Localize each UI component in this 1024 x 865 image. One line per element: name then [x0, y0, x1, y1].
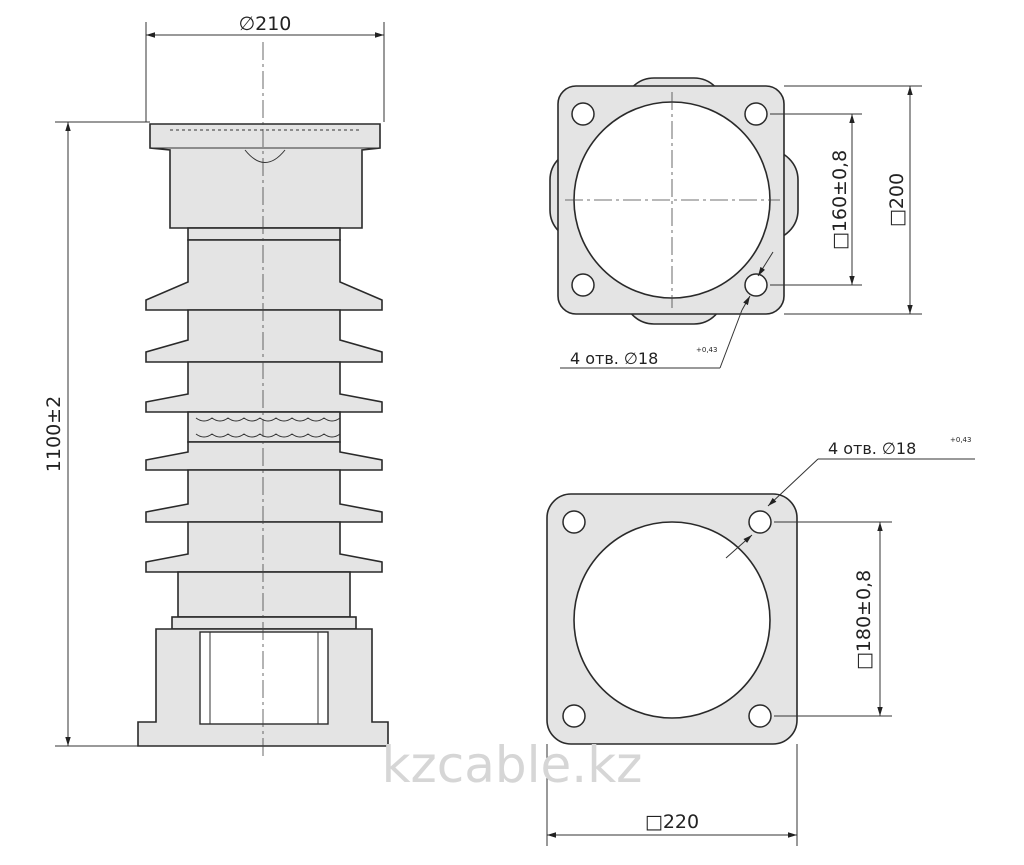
mounting-hole — [562, 704, 586, 728]
top-cap — [149, 123, 381, 229]
shed-3 — [145, 361, 383, 413]
mounting-hole — [562, 510, 586, 534]
insulator-side-view: ∅210 1100±2 — [43, 13, 389, 760]
top-holes-note: 4 отв. ∅18 — [570, 349, 658, 368]
shed-1 — [145, 239, 383, 311]
leader-arrow — [741, 295, 751, 311]
leader-arrow — [767, 458, 819, 507]
mounting-hole — [744, 273, 768, 297]
break-line-bottom — [195, 433, 341, 438]
shed-2 — [145, 309, 383, 363]
cap-notch — [244, 149, 286, 163]
bottom-holes-square-label: □180±0,8 — [853, 570, 875, 670]
bottom-holes-note: 4 отв. ∅18 — [828, 439, 916, 458]
mounting-hole — [571, 102, 595, 126]
mounting-hole — [748, 704, 772, 728]
sheds — [145, 239, 383, 573]
shed-4 — [145, 441, 383, 471]
bottom-flange-bore — [573, 521, 771, 719]
shed-5 — [145, 469, 383, 523]
leader-arrow — [757, 251, 774, 277]
break-section — [187, 411, 341, 443]
leader-arrow — [725, 534, 753, 559]
diameter-label: ∅210 — [239, 13, 292, 35]
shed-6 — [145, 521, 383, 573]
top-flange-view: □160±0,8 □200 4 отв. ∅18 +0,43 — [549, 77, 922, 369]
base-window — [199, 631, 329, 725]
mounting-hole — [571, 273, 595, 297]
leader-line — [719, 309, 743, 369]
bottom-square-label: □220 — [645, 811, 699, 833]
lower-collar — [171, 616, 357, 630]
bottom-holes-tolerance: +0,43 — [950, 436, 971, 444]
watermark: kzcable.kz — [382, 736, 643, 794]
cap-neck — [187, 227, 341, 241]
top-holes-tolerance: +0,43 — [696, 346, 717, 354]
lower-body — [177, 571, 351, 618]
top-square-label: □200 — [886, 173, 908, 227]
bottom-flange-view: 4 отв. ∅18 +0,43 □180±0,8 □220 — [546, 436, 975, 846]
top-holes-square-label: □160±0,8 — [829, 150, 851, 250]
height-label: 1100±2 — [43, 396, 65, 472]
mounting-hole — [748, 510, 772, 534]
mounting-hole — [744, 102, 768, 126]
break-line-top — [195, 417, 341, 422]
